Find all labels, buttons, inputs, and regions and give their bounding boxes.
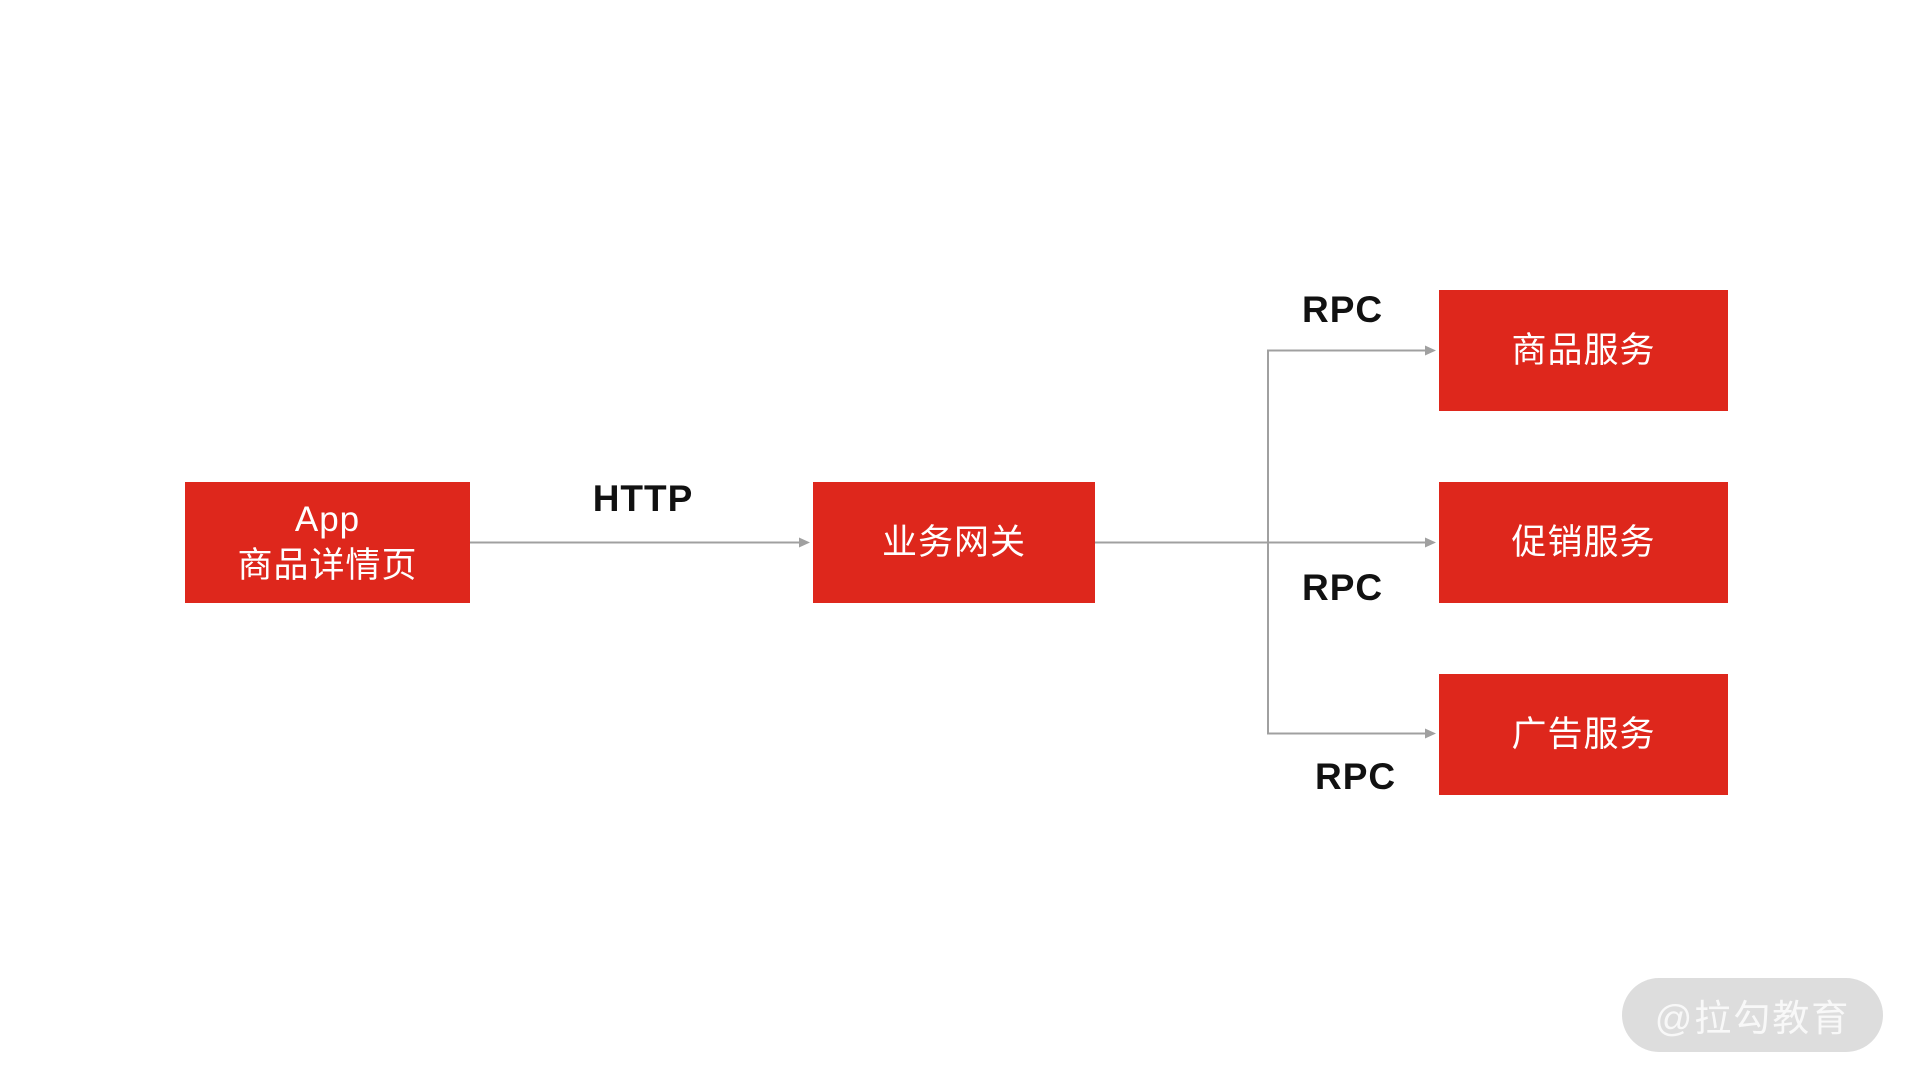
edge-label-http: HTTP	[592, 478, 694, 519]
node-promotion-service-label: 促销服务	[1511, 522, 1656, 562]
node-business-gateway: 业务网关	[813, 482, 1095, 603]
node-gateway-label: 业务网关	[881, 522, 1026, 562]
node-promotion-service: 促销服务	[1439, 482, 1728, 603]
node-app-subtitle: 商品详情页	[237, 545, 418, 585]
watermark-lagou-education: @拉勾教育	[1622, 978, 1883, 1052]
watermark-label: @拉勾教育	[1654, 998, 1851, 1039]
edge-label-rpc-promotion: RPC	[1302, 567, 1384, 608]
node-product-service-label: 商品服务	[1511, 330, 1656, 370]
node-ad-service: 广告服务	[1439, 674, 1728, 795]
node-app-title: App	[294, 500, 361, 539]
node-ad-service-label: 广告服务	[1511, 714, 1656, 754]
edge-gateway-to-product-service	[1267, 345, 1436, 543]
edge-label-rpc-product: RPC	[1302, 289, 1384, 330]
node-app-product-detail-page: App 商品详情页	[185, 482, 470, 603]
node-product-service: 商品服务	[1439, 290, 1728, 411]
edge-label-rpc-ad: RPC	[1315, 756, 1397, 797]
